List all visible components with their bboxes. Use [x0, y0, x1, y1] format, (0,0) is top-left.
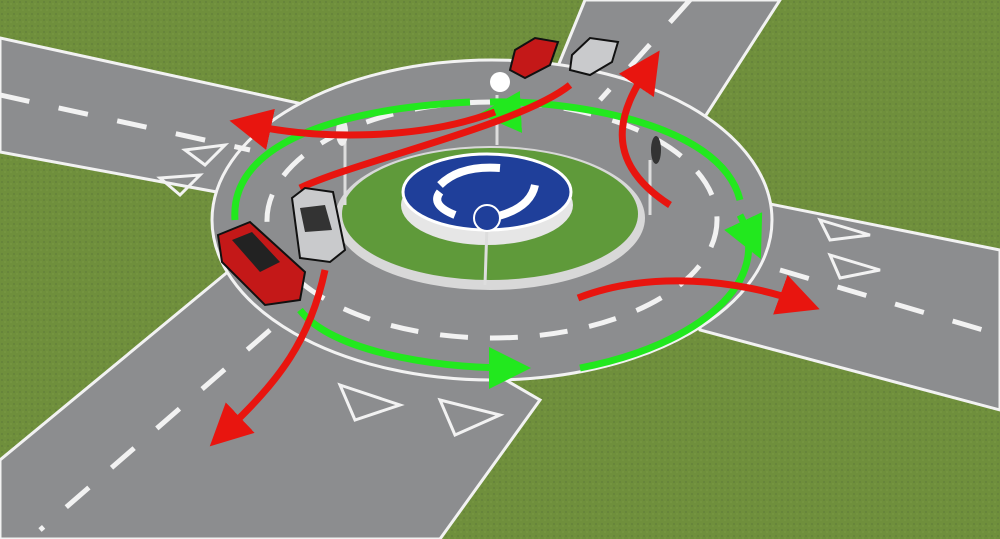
red-exit-arrows [209, 50, 820, 447]
silver-car-in-roundabout [290, 186, 347, 264]
silver-car-north [568, 36, 620, 77]
green-circulation-arrows [231, 90, 763, 389]
yield-triangles [156, 142, 881, 437]
red-car-entering [216, 220, 307, 307]
red-car-north [508, 36, 560, 80]
